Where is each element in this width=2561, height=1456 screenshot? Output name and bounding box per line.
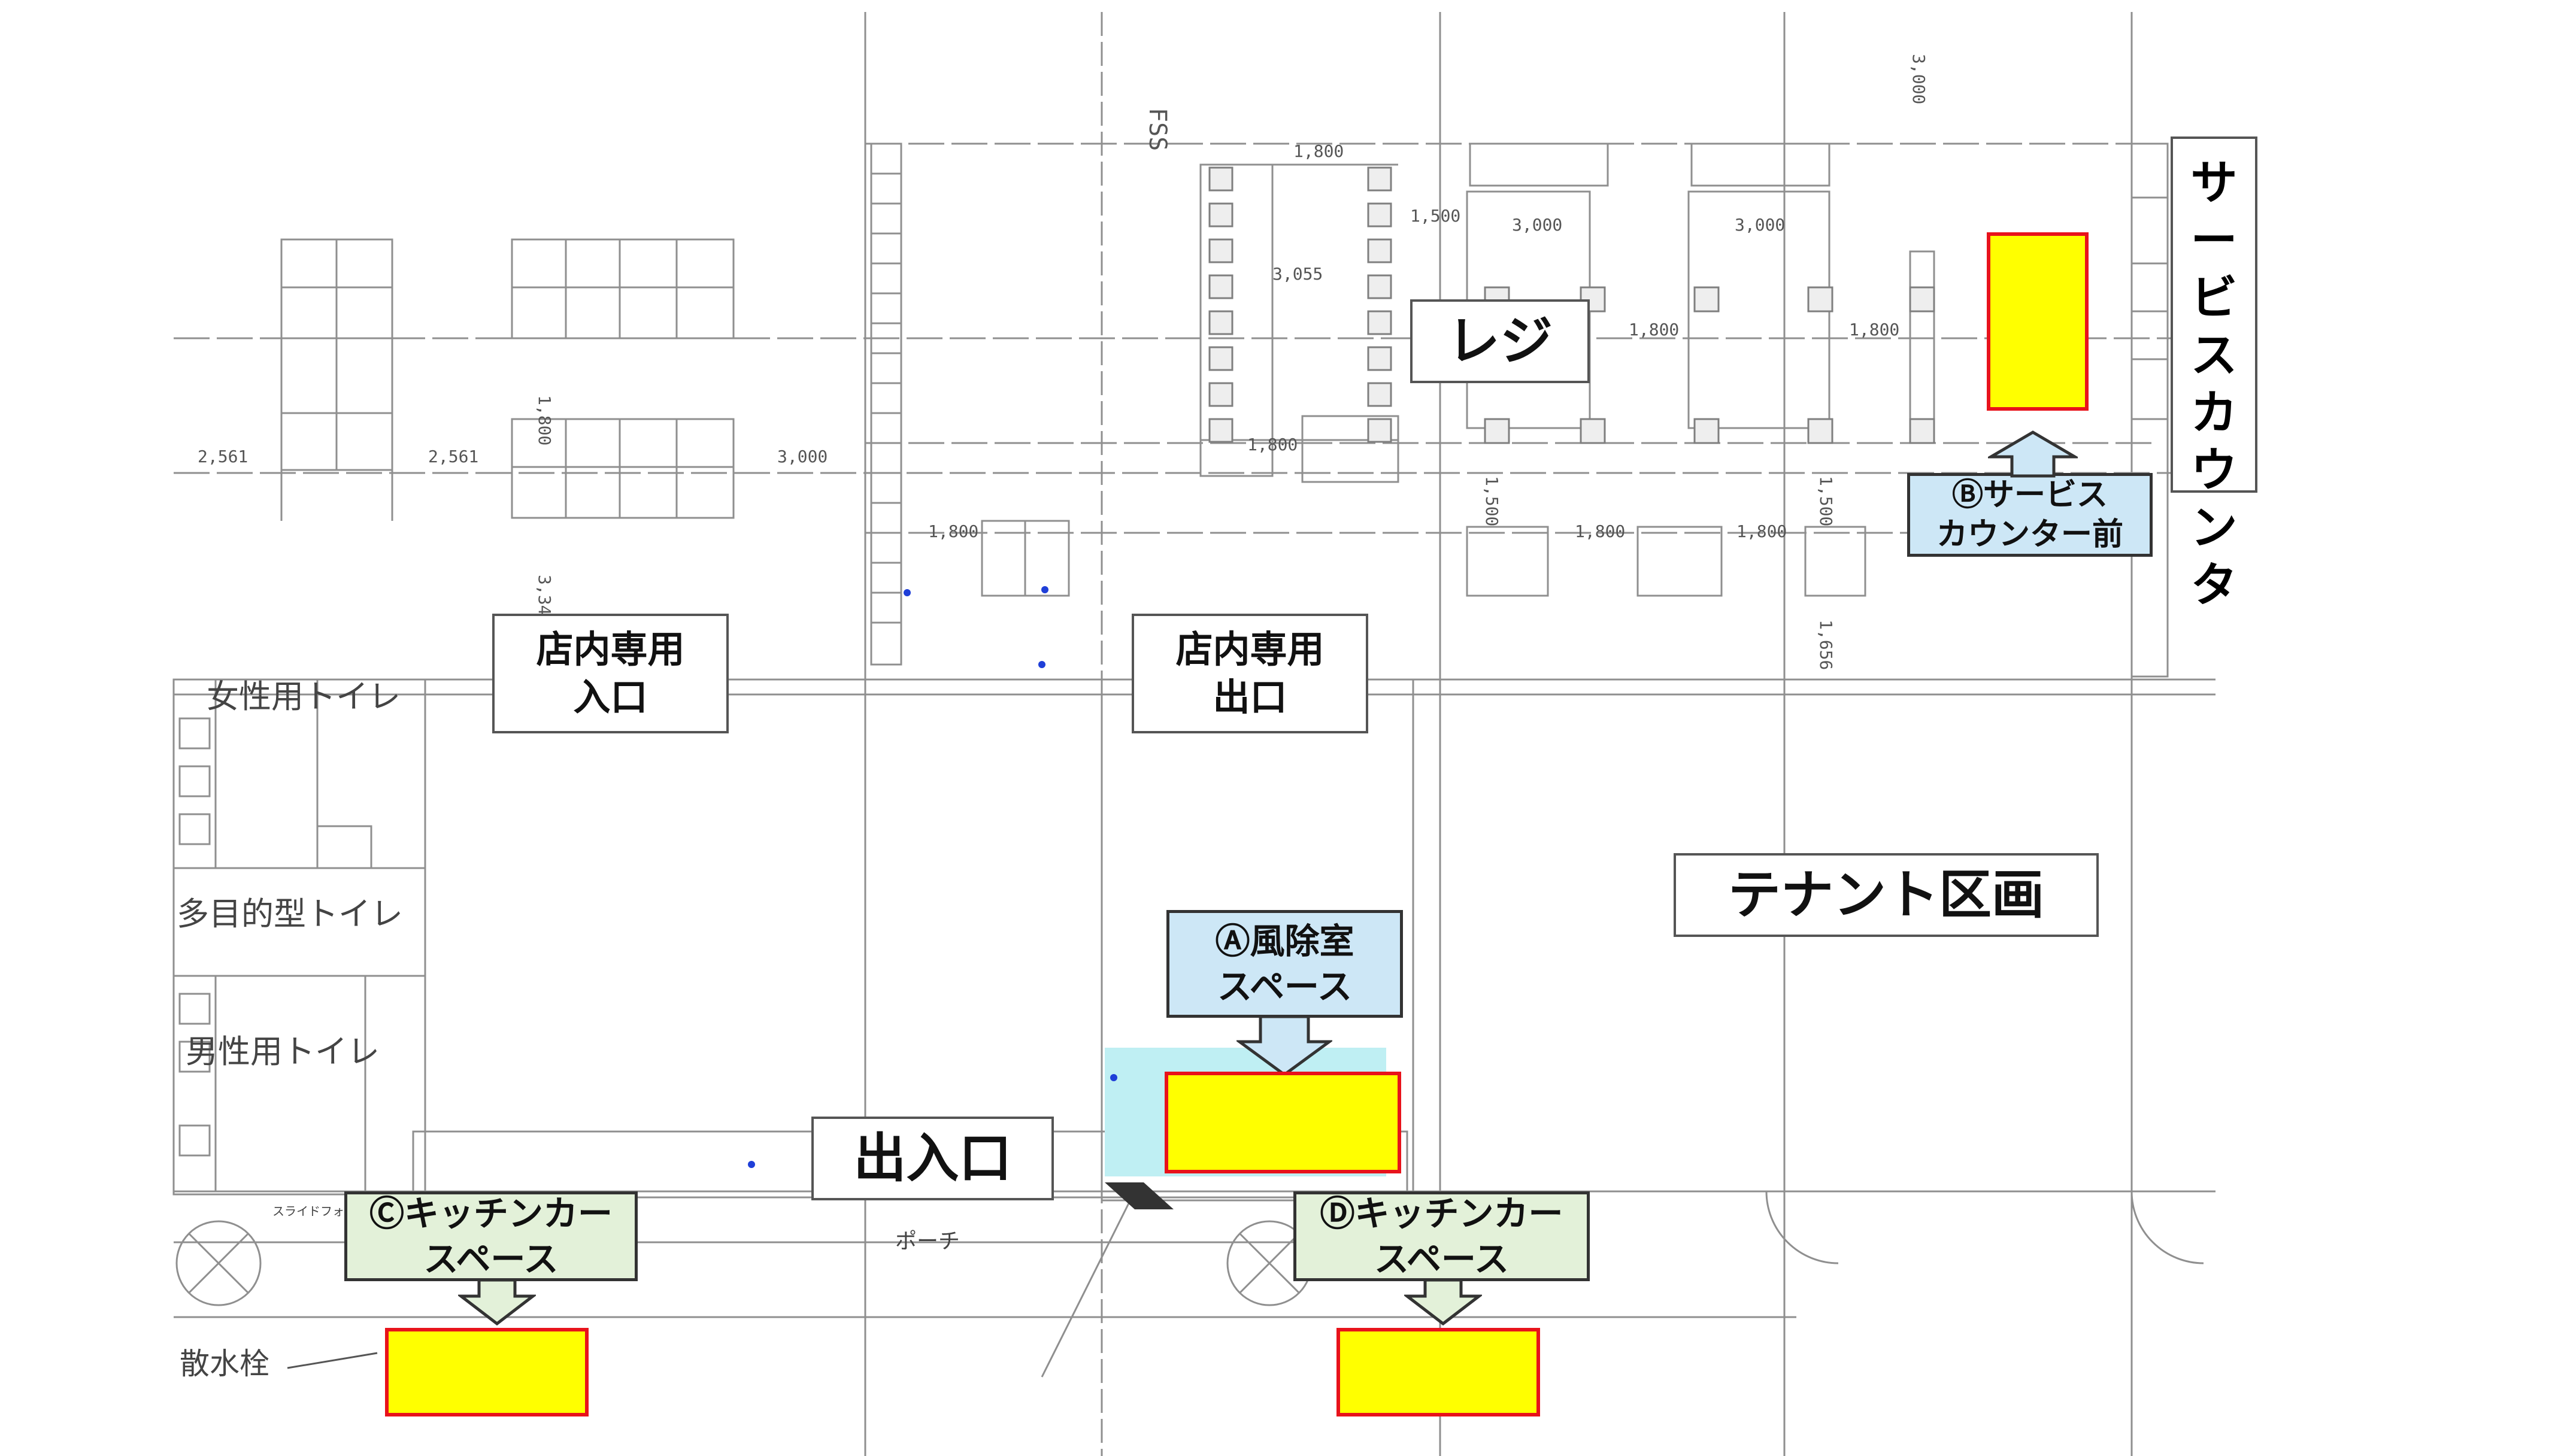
dim-1800-table-b: 1,800 — [1736, 521, 1787, 541]
fss-label: FSS — [1144, 108, 1171, 151]
windbreak-room-spot — [1165, 1072, 1401, 1173]
dim-1800-cart-top: 1,800 — [1293, 141, 1344, 161]
tenant-area-label: テナント区画 — [1674, 853, 2099, 937]
windbreak-arrow-icon — [1236, 1015, 1332, 1077]
dim-1656-vertical: 1,656 — [1816, 620, 1836, 670]
slide-door-text: スライドフォー — [272, 1204, 356, 1218]
dim-3000-left: 3,000 — [777, 447, 828, 466]
main-entrance-label: 出入口 — [811, 1117, 1054, 1200]
service-counter-char: ウ — [2190, 444, 2238, 498]
service-counter-char: カ — [2190, 386, 2238, 440]
service-counter-char: ス — [2190, 329, 2238, 383]
dim-2561-left: 2,561 — [198, 447, 248, 466]
dim-1800-shelf: 1,800 — [928, 521, 978, 541]
kitchen-car-d-spot — [1336, 1328, 1540, 1416]
service-counter-label: サ ー ビ ス カ ウ ン タ — [2171, 136, 2257, 612]
mens-toilet-text: 男性用トイレ — [186, 1033, 380, 1070]
dim-1500-vertical-b: 1,500 — [1816, 476, 1836, 526]
register-label: レジ — [1410, 299, 1590, 383]
store-entrance-label: 店内専用 入口 — [492, 614, 729, 733]
multi-toilet-text: 多目的型トイレ — [177, 895, 403, 933]
dim-1800-vertical: 1,800 — [535, 395, 554, 445]
service-counter-char: タ — [2190, 559, 2238, 612]
dim-3000-vertical-top: 3,000 — [1909, 54, 1929, 104]
dim-3000-register-b: 3,000 — [1735, 215, 1785, 235]
service-counter-char: サ — [2190, 156, 2238, 210]
service-counter-char: ビ — [2190, 271, 2238, 325]
dim-3000-register-a: 3,000 — [1512, 215, 1562, 235]
dim-1800-register-b: 1,800 — [1849, 320, 1899, 339]
kitchen-car-c-arrow-icon — [458, 1278, 536, 1326]
dim-3055: 3,055 — [1272, 264, 1323, 284]
windbreak-room-label: Ⓐ風除室 スペース — [1166, 910, 1403, 1018]
dim-1800-register-a: 1,800 — [1629, 320, 1679, 339]
dim-2561-mid: 2,561 — [428, 447, 478, 466]
dim-1800-cart-bottom: 1,800 — [1247, 435, 1298, 454]
kitchen-car-d-arrow-icon — [1404, 1278, 1482, 1326]
dim-1800-table-a: 1,800 — [1575, 521, 1625, 541]
service-counter-char: ー — [2190, 214, 2238, 268]
porch-text: ポーチ — [895, 1229, 960, 1254]
kitchen-car-c-label: Ⓒキッチンカー スペース — [344, 1191, 638, 1281]
dim-1500-register: 1,500 — [1410, 206, 1460, 226]
service-counter-arrow-icon — [1988, 430, 2078, 478]
womens-toilet-text: 女性用トイレ — [207, 678, 401, 715]
sprinkler-text: 散水栓 — [180, 1346, 269, 1381]
store-exit-label: 店内専用 出口 — [1132, 614, 1368, 733]
dim-1500-vertical-a: 1,500 — [1482, 476, 1502, 526]
service-counter-front-label: Ⓑサービス カウンター前 — [1907, 473, 2153, 557]
service-counter-char: ン — [2190, 501, 2238, 555]
service-counter-front-spot — [1987, 232, 2089, 411]
kitchen-car-c-spot — [385, 1328, 589, 1416]
kitchen-car-d-label: Ⓓキッチンカー スペース — [1293, 1191, 1590, 1281]
